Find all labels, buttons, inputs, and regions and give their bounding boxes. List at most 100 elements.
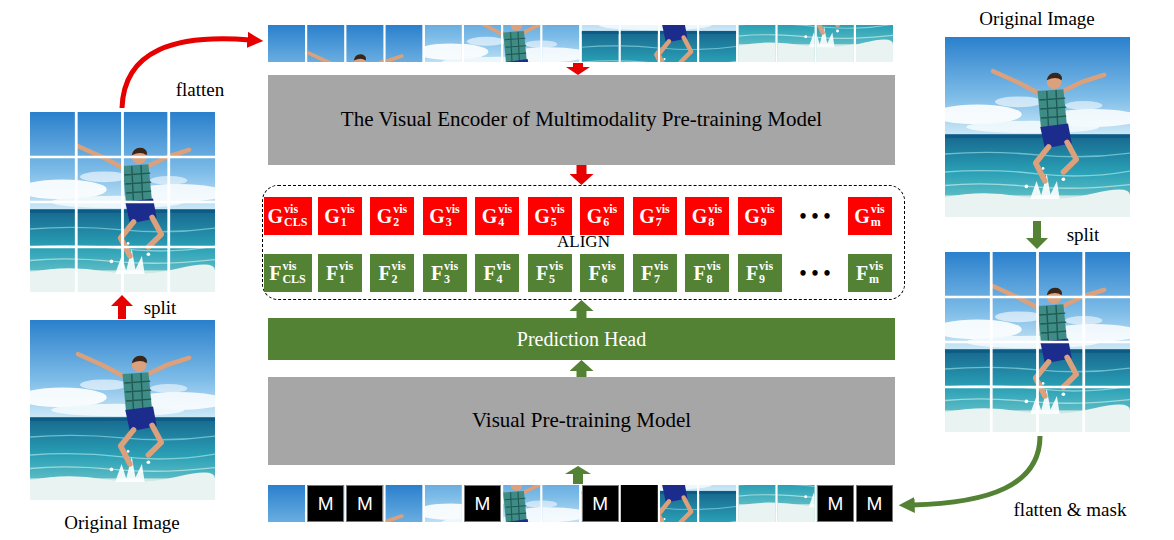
token-subscript: 4 xyxy=(498,216,504,229)
token-scripts: vis3 xyxy=(446,203,460,229)
feature-token: Gvis2 xyxy=(370,197,414,235)
prediction-head: Prediction Head xyxy=(268,318,895,360)
feature-token: Fvis4 xyxy=(475,254,519,292)
token-superscript: vis xyxy=(707,260,721,273)
token-subscript: m xyxy=(869,273,879,286)
token-scripts: vis6 xyxy=(602,260,616,286)
original-image xyxy=(18,320,226,500)
mask-label: M xyxy=(827,494,843,513)
token-symbol: G xyxy=(429,206,445,226)
token-symbol: G xyxy=(534,206,550,226)
flatten-arrow xyxy=(122,39,250,108)
token-symbol: F xyxy=(483,263,495,283)
feature-token: Gvis9 xyxy=(738,197,782,235)
token-symbol: G xyxy=(482,206,498,226)
token-subscript: 3 xyxy=(444,273,450,286)
token-symbol: F xyxy=(693,263,705,283)
ellipsis: • • • xyxy=(799,204,830,228)
flow-arrow xyxy=(111,295,133,319)
original-image xyxy=(933,37,1141,217)
token-symbol: G xyxy=(744,206,760,226)
token-scripts: vis8 xyxy=(707,260,721,286)
token-subscript: 3 xyxy=(446,216,452,229)
token-symbol: F xyxy=(746,263,758,283)
box-label: The Visual Encoder of Multimodality Pre-… xyxy=(341,107,822,132)
token-superscript: vis xyxy=(341,203,355,216)
token-subscript: 5 xyxy=(549,273,555,286)
mask-label: M xyxy=(475,494,491,513)
feature-token: Gvis6 xyxy=(580,197,624,235)
token-superscript: vis xyxy=(551,203,565,216)
flow-arrow xyxy=(577,311,587,318)
token-symbol: F xyxy=(326,263,338,283)
token-subscript: 4 xyxy=(497,273,503,286)
token-scripts: vis9 xyxy=(761,203,775,229)
token-scripts: vis1 xyxy=(341,203,355,229)
mask-token: M xyxy=(346,485,383,522)
token-superscript: vis xyxy=(393,203,407,216)
token-symbol: F xyxy=(856,263,868,283)
token-symbol: G xyxy=(639,206,655,226)
token-subscript: 9 xyxy=(759,273,765,286)
feature-token: Fvis1 xyxy=(318,254,362,292)
token-scripts: vis9 xyxy=(759,260,773,286)
token-superscript: vis xyxy=(392,260,406,273)
token-scripts: visCLS xyxy=(282,260,305,286)
token-symbol: F xyxy=(588,263,600,283)
flow-arrow xyxy=(577,165,587,174)
token-superscript: vis xyxy=(446,203,460,216)
token-superscript: vis xyxy=(869,260,883,273)
flow-arrow xyxy=(1026,221,1048,249)
mask-token: M xyxy=(464,485,501,522)
feature-token: Gvis5 xyxy=(528,197,572,235)
token-subscript: 6 xyxy=(602,273,608,286)
token-superscript: vis xyxy=(497,260,511,273)
feature-token: FvisCLS xyxy=(264,254,312,292)
mask-label: M xyxy=(867,494,883,513)
token-scripts: vis1 xyxy=(339,260,353,286)
mask-token: M xyxy=(307,485,344,522)
token-scripts: vis8 xyxy=(708,203,722,229)
box-label: Visual Pre-training Model xyxy=(472,408,691,433)
feature-token: Fvis5 xyxy=(528,254,572,292)
flatten-arrow xyxy=(912,436,1040,505)
step-label: split xyxy=(1067,224,1100,245)
step-label: flatten & mask xyxy=(1014,499,1127,522)
image-caption: Original Image xyxy=(979,8,1095,31)
token-scripts: vis5 xyxy=(549,260,563,286)
token-superscript: vis xyxy=(708,203,722,216)
ellipsis: • • • xyxy=(799,262,830,284)
ellipsis: • • • xyxy=(799,205,830,227)
token-symbol: G xyxy=(854,206,870,226)
token-superscript: vis xyxy=(549,260,563,273)
token-scripts: vis6 xyxy=(603,203,617,229)
token-scripts: vis3 xyxy=(444,260,458,286)
mask-token: M xyxy=(582,485,619,522)
token-symbol: F xyxy=(641,263,653,283)
feature-token: GvisCLS xyxy=(264,197,312,235)
token-scripts: vis7 xyxy=(656,203,670,229)
token-scripts: vis5 xyxy=(551,203,565,229)
feature-token: Gvism xyxy=(848,197,892,235)
mask-token: M xyxy=(856,485,893,522)
token-subscript: CLS xyxy=(282,273,305,286)
token-scripts: vism xyxy=(871,203,885,229)
token-symbol: F xyxy=(431,263,443,283)
token-subscript: 2 xyxy=(392,273,398,286)
step-label: split xyxy=(144,297,177,320)
ellipsis: • • • xyxy=(799,261,830,285)
feature-token: Fvis6 xyxy=(580,254,624,292)
token-subscript: 8 xyxy=(707,273,713,286)
token-superscript: vis xyxy=(654,260,668,273)
mask-label: M xyxy=(592,494,608,513)
token-subscript: m xyxy=(871,216,881,229)
token-scripts: vis7 xyxy=(654,260,668,286)
align-label: ALIGN xyxy=(263,232,904,252)
feature-token: Gvis3 xyxy=(423,197,467,235)
feature-token: Fvis2 xyxy=(370,254,414,292)
token-symbol: G xyxy=(268,206,284,226)
token-superscript: vis xyxy=(761,203,775,216)
token-subscript: 7 xyxy=(654,273,660,286)
mask-label: M xyxy=(357,494,373,513)
